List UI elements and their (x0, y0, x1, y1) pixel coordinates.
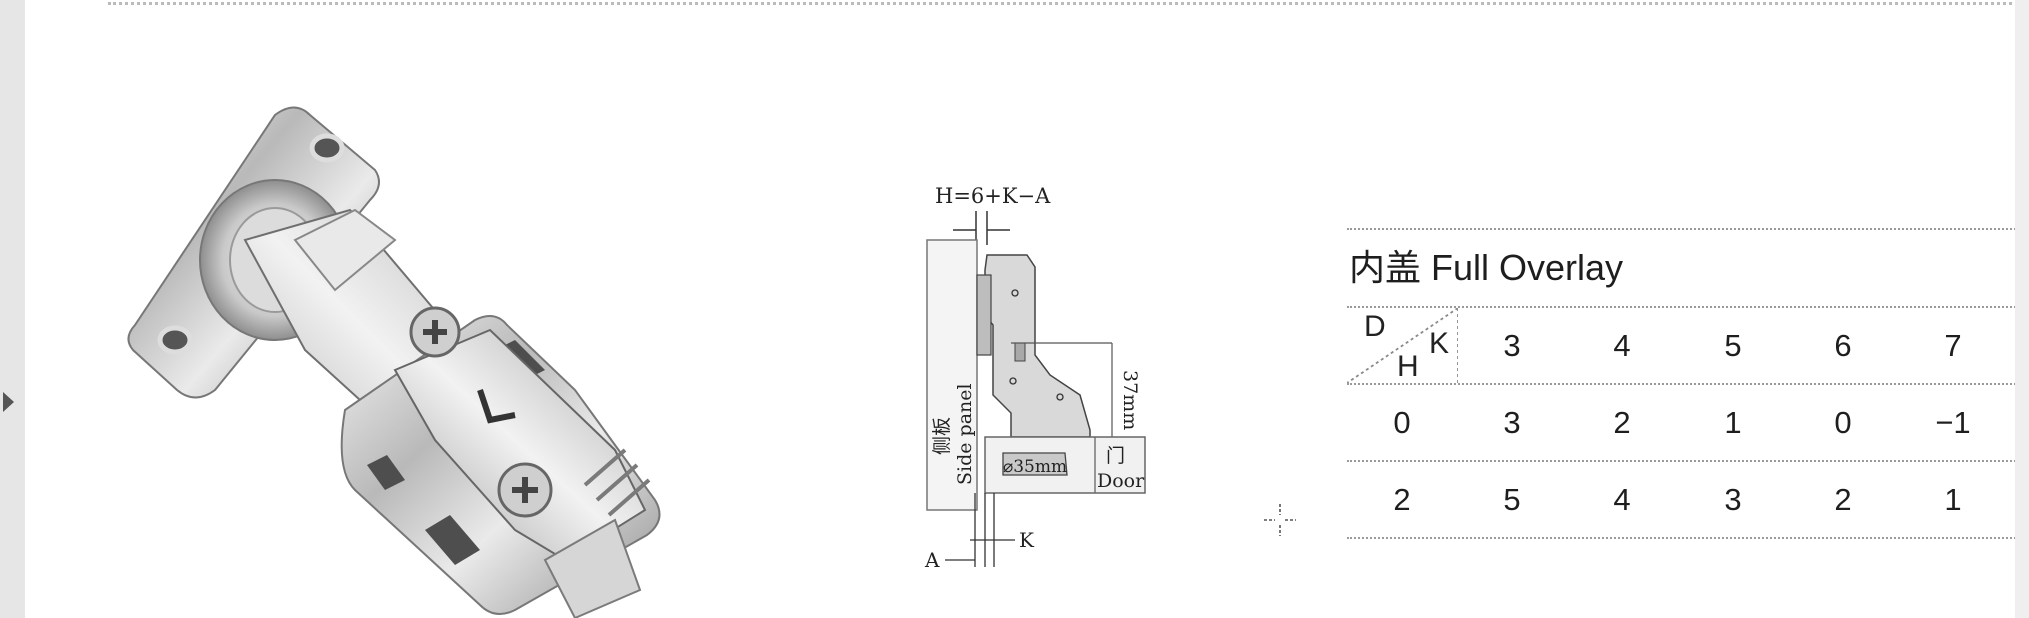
h-value-cell: 3 (1724, 482, 1742, 517)
h-value-cell: 0 (1834, 405, 1852, 440)
h-value-cell: 1 (1944, 482, 1962, 517)
installation-diagram: H=6+K−A 侧板 Side panel 37mm ⌀35mm 门 Door … (924, 184, 1146, 572)
h-value-cell: −1 (1935, 405, 1971, 440)
side-panel-en-label: Side panel (954, 383, 976, 485)
corner-d-label: D (1364, 310, 1386, 343)
side-panel-cn-label: 侧板 (931, 417, 953, 455)
door-cn-label: 门 (1106, 445, 1125, 467)
catalog-sheet: H=6+K−A 侧板 Side panel 37mm ⌀35mm 门 Door … (25, 0, 2015, 618)
k-value-cell: 3 (1503, 328, 1521, 363)
d-value-cell: 2 (1393, 482, 1411, 517)
k-value-cell: 4 (1613, 328, 1631, 363)
h-value-cell: 2 (1834, 482, 1852, 517)
h-value-cell: 1 (1724, 405, 1742, 440)
table-row: 0 3 2 1 0 −1 (1347, 385, 2015, 460)
table-title: 内盖 Full Overlay (1349, 247, 1624, 288)
hinge-profile-shape (984, 254, 1091, 438)
table-divider (1347, 228, 2015, 230)
k-value-cell: 7 (1944, 328, 1962, 363)
table-divider (1347, 306, 2015, 308)
table-divider (1347, 537, 2015, 539)
cup-diameter-label: ⌀35mm (1003, 457, 1067, 477)
hinge-product-image (127, 106, 661, 618)
a-dimension-label: A (924, 548, 940, 572)
door-en-label: Door (1097, 470, 1145, 492)
depth-label: 37mm (1119, 370, 1141, 430)
left-rail (0, 0, 25, 618)
formula-label: H=6+K−A (935, 184, 1051, 208)
table-divider (1347, 460, 2015, 462)
h-value-cell: 3 (1503, 405, 1521, 440)
k-value-cell: 6 (1834, 328, 1852, 363)
corner-k-label: K (1429, 327, 1450, 360)
expand-arrow-icon[interactable] (3, 392, 14, 412)
table-corner-cell: D K H (1347, 308, 1458, 383)
crosshair-cursor-icon (1264, 504, 1296, 536)
table-header-row: D K H 3 4 5 6 7 (1347, 308, 2015, 383)
k-value-cell: 5 (1724, 328, 1742, 363)
top-dotted-divider (108, 2, 2015, 5)
table-row: 2 5 4 3 2 1 (1347, 462, 2015, 537)
h-value-cell: 5 (1503, 482, 1521, 517)
h-value-cell: 4 (1613, 482, 1631, 517)
overlay-spec-table: 内盖 Full Overlay D K H 3 4 5 6 7 0 3 2 1 (1347, 228, 2015, 539)
table-divider (1347, 383, 2015, 385)
d-value-cell: 0 (1393, 405, 1411, 440)
side-panel-shape (926, 239, 978, 511)
h-value-cell: 2 (1613, 405, 1631, 440)
k-dimension-label: K (1019, 528, 1035, 552)
corner-h-label: H (1397, 350, 1419, 383)
